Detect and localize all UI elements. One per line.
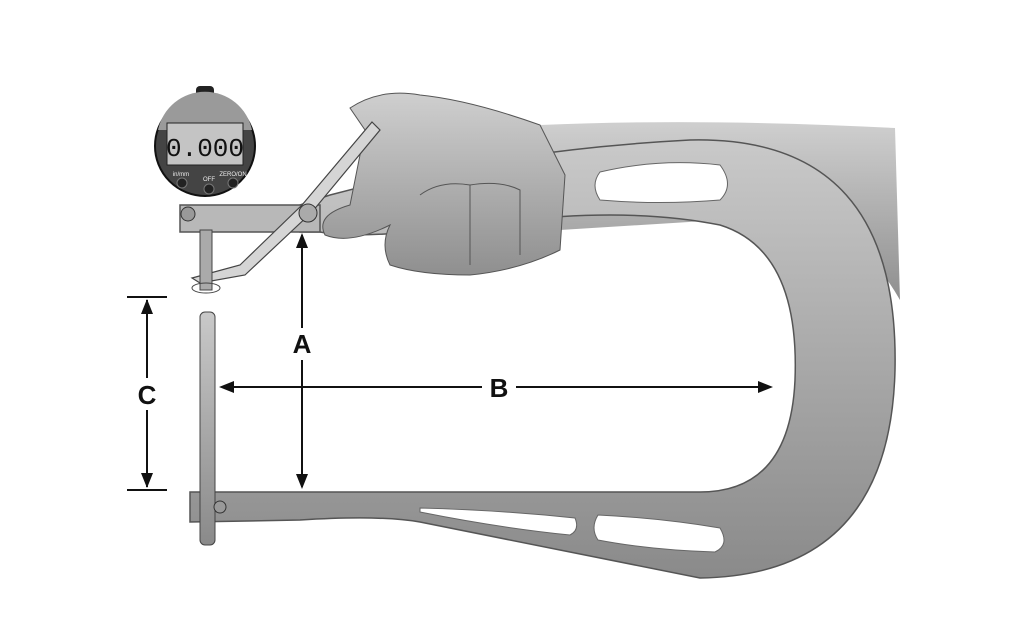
off-button: OFF [203,177,215,195]
digital-indicator: 0.000 in/mm OFF ZERO/ON [154,86,256,197]
dimension-c-label: C [138,380,157,410]
upper-probe [199,229,213,291]
off-button-label: OFF [203,177,215,183]
lcd-screen [166,122,244,166]
lcd-reading: 0.000 [166,134,244,164]
zero-on-button: ZERO/ON [219,172,247,189]
hand [322,92,566,276]
frame-window-1 [594,162,728,203]
units-button: in/mm [173,172,189,189]
dimension-a [296,233,308,489]
units-button-label: in/mm [173,172,189,178]
anvil-rod [199,311,216,546]
dimension-b [219,381,773,393]
zero-on-button-label: ZERO/ON [219,172,246,178]
dial-screw [180,206,196,222]
lever-pivot [298,203,318,223]
frame-window-4 [593,514,725,553]
dimension-b-label: B [490,373,509,403]
c-frame [179,139,896,579]
frame-window-3 [419,507,578,536]
dimension-a-label: A [293,329,312,359]
dimension-c [127,296,167,491]
